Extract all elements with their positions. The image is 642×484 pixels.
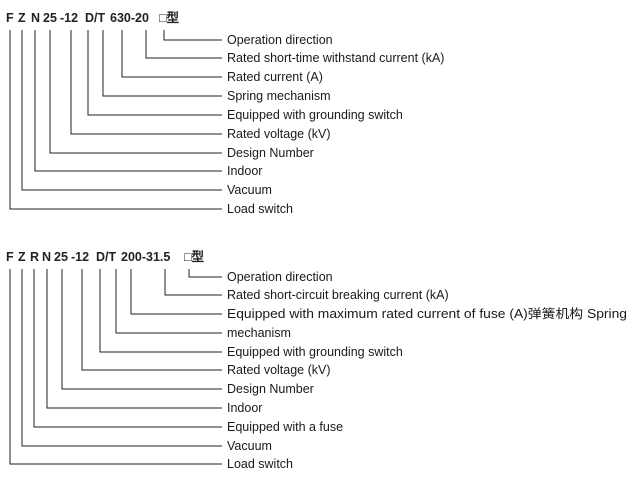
- desc-operation-direction: Operation direction: [227, 33, 333, 47]
- desc-design-number: Design Number: [227, 146, 314, 160]
- desc-load-switch: Load switch: [227, 457, 293, 471]
- connector-rated-voltage: [70, 30, 222, 135]
- connector-operation-direction: [188, 269, 222, 278]
- desc-fuse-rated-current: Equipped with maximum rated current of f…: [227, 306, 627, 321]
- desc-rated-voltage: Rated voltage (kV): [227, 127, 331, 141]
- code-part-current: 630-20: [110, 11, 149, 25]
- connector-lines-1: [9, 30, 222, 210]
- connector-design-number: [49, 30, 222, 154]
- desc-short-time-current: Rated short-time withstand current (kA): [227, 51, 444, 65]
- code-part-f: F: [6, 11, 14, 25]
- connector-rated-current: [121, 30, 222, 78]
- desc-indoor: Indoor: [227, 401, 262, 415]
- connector-design-number: [61, 269, 222, 390]
- desc-design-number: Design Number: [227, 382, 314, 396]
- desc-mechanism-continued: mechanism: [227, 326, 291, 340]
- code-part-type-suffix: □型: [184, 249, 205, 264]
- connector-rated-voltage: [81, 269, 222, 371]
- desc-spring-mechanism: Spring mechanism: [227, 89, 331, 103]
- code-part-rated-voltage: -12: [60, 11, 78, 25]
- desc-rated-voltage: Rated voltage (kV): [227, 363, 331, 377]
- code-part-z: Z: [18, 11, 26, 25]
- model-code-1: F Z N 25 -12 D/T 630-20 □型: [6, 10, 180, 25]
- code-part-design-number: 25: [54, 250, 68, 264]
- code-part-rated-voltage: -12: [71, 250, 89, 264]
- code-part-z: Z: [18, 250, 26, 264]
- code-part-n: N: [31, 11, 40, 25]
- desc-vacuum: Vacuum: [227, 439, 272, 453]
- connector-fuse: [33, 269, 222, 428]
- descriptions-1: Operation direction Rated short-time wit…: [227, 33, 444, 216]
- connector-spring-mechanism: [102, 30, 222, 97]
- connector-vacuum: [21, 269, 222, 447]
- code-part-mechanism: D/T: [85, 11, 106, 25]
- code-part-r: R: [30, 250, 39, 264]
- desc-fuse: Equipped with a fuse: [227, 420, 343, 434]
- desc-operation-direction: Operation direction: [227, 270, 333, 284]
- connector-spring-mechanism: [115, 269, 222, 334]
- connector-operation-direction: [163, 30, 222, 41]
- connector-load-switch: [9, 30, 222, 210]
- desc-load-switch: Load switch: [227, 202, 293, 216]
- connector-short-time-current: [145, 30, 222, 59]
- connector-grounding-switch: [99, 269, 222, 353]
- desc-short-circuit-breaking-current: Rated short-circuit breaking current (kA…: [227, 288, 449, 302]
- model-code-2: F Z R N 25 -12 D/T 200-31.5 □型: [6, 249, 205, 264]
- code-part-design-number: 25: [43, 11, 57, 25]
- connector-grounding-switch: [87, 30, 222, 116]
- code-part-n: N: [42, 250, 51, 264]
- connector-fuse-rated-current: [130, 269, 222, 315]
- connector-lines-2: [9, 269, 222, 465]
- desc-rated-current: Rated current (A): [227, 70, 323, 84]
- model-code-diagram-1: F Z N 25 -12 D/T 630-20 □型 Operation dir…: [6, 10, 444, 216]
- desc-grounding-switch: Equipped with grounding switch: [227, 345, 403, 359]
- code-part-f: F: [6, 250, 14, 264]
- connector-load-switch: [9, 269, 222, 465]
- desc-vacuum: Vacuum: [227, 183, 272, 197]
- model-code-diagram-2: F Z R N 25 -12 D/T 200-31.5 □型 Operation…: [6, 249, 627, 471]
- connector-vacuum: [21, 30, 222, 191]
- connector-indoor: [34, 30, 222, 172]
- code-part-mechanism: D/T: [96, 250, 117, 264]
- connector-indoor: [46, 269, 222, 409]
- desc-grounding-switch: Equipped with grounding switch: [227, 108, 403, 122]
- code-part-type-suffix: □型: [159, 10, 180, 25]
- desc-indoor: Indoor: [227, 164, 262, 178]
- connector-short-circuit-breaking-current: [164, 269, 222, 296]
- descriptions-2: Operation direction Rated short-circuit …: [227, 270, 627, 471]
- code-part-fuse-and-breaking-current: 200-31.5: [121, 250, 170, 264]
